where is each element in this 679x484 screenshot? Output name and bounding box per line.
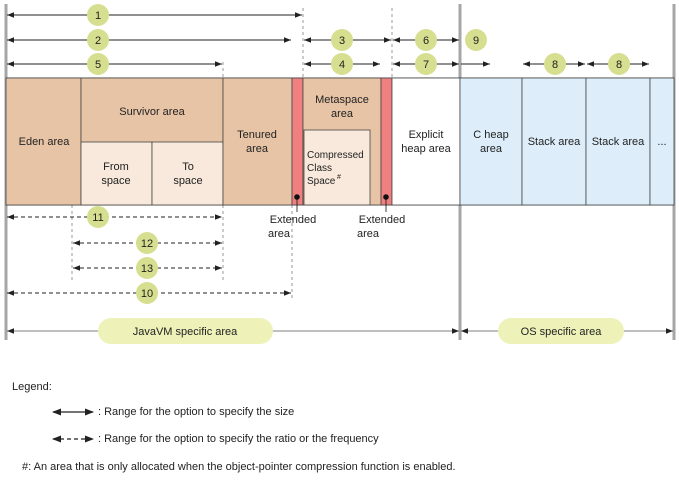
legend-size-row: : Range for the option to specify the si…: [52, 406, 294, 418]
number-circles: 1 2 3 6 9 5 4 7 8 8 11 12 13 10: [87, 4, 630, 304]
extended-box-2: [380, 77, 393, 206]
eden-box: [5, 77, 82, 206]
compressed-class-box: [303, 129, 371, 206]
legend-title: Legend:: [12, 381, 52, 393]
circle-6: 6: [423, 35, 429, 47]
explicit-label-2: heap area: [401, 143, 451, 155]
from-label-2: space: [101, 175, 130, 187]
extended-label-1: Extended: [270, 214, 316, 226]
circle-3: 3: [339, 35, 345, 47]
circle-5: 5: [95, 59, 101, 71]
stack-label-1: Stack area: [528, 136, 581, 148]
javavm-pill: [98, 318, 273, 344]
compressed-mark: #: [337, 174, 341, 181]
cheap-label: C heap: [473, 129, 508, 141]
to-label: To: [182, 161, 194, 173]
dashed-arrow-icon: [52, 435, 94, 443]
circle-1: 1: [95, 10, 101, 22]
extended-box-1: [291, 77, 304, 206]
circle-11: 11: [92, 212, 103, 224]
legend-ratio-row: : Range for the option to specify the ra…: [52, 433, 379, 445]
circle-12: 12: [141, 238, 153, 250]
explicit-label: Explicit: [409, 129, 444, 141]
tenured-label-2: area: [246, 143, 269, 155]
metaspace-label-2: area: [331, 108, 354, 120]
compressed-label-3: Space: [307, 176, 336, 187]
legend-ratio-text: : Range for the option to specify the ra…: [98, 433, 379, 445]
to-label-2: space: [173, 175, 202, 187]
explicit-heap-box: [391, 77, 461, 206]
from-space-box: [80, 141, 153, 206]
circle-7: 7: [423, 59, 429, 71]
extended-label-2b: area: [357, 228, 380, 240]
tenured-label: Tenured: [237, 129, 277, 141]
ellipsis-box: [649, 77, 675, 206]
circle-13: 13: [141, 263, 153, 275]
javavm-label: JavaVM specific area: [133, 326, 238, 338]
to-space-box: [151, 141, 224, 206]
legend-note: #: An area that is only allocated when t…: [22, 461, 456, 473]
stack-label-2: Stack area: [592, 136, 645, 148]
circle-8b: 8: [616, 59, 622, 71]
cheap-box: [459, 77, 523, 206]
os-label: OS specific area: [521, 326, 603, 338]
compressed-label: Compressed: [307, 150, 364, 161]
solid-arrow-icon: [52, 408, 94, 416]
extended-label-2: Extended: [359, 214, 405, 226]
size-range-arrows: [7, 12, 649, 67]
from-label: From: [103, 161, 129, 173]
circle-4: 4: [339, 59, 345, 71]
cheap-label-2: area: [480, 143, 503, 155]
stack-box-2: [585, 77, 651, 206]
tenured-box: [222, 77, 293, 206]
legend-size-text: : Range for the option to specify the si…: [98, 406, 295, 418]
os-pill: [498, 318, 624, 344]
stack-box-1: [521, 77, 587, 206]
metaspace-label: Metaspace: [315, 94, 369, 106]
circle-2: 2: [95, 35, 101, 47]
ratio-range-arrows: [7, 214, 291, 296]
eden-label: Eden area: [19, 136, 71, 148]
extended-label-1b: area: [268, 228, 291, 240]
compressed-label-2: Class: [307, 163, 332, 174]
circle-10: 10: [141, 288, 153, 300]
ellipsis-label: ...: [657, 136, 666, 148]
circle-9: 9: [473, 35, 479, 47]
circle-8a: 8: [552, 59, 558, 71]
survivor-label: Survivor area: [119, 106, 185, 118]
